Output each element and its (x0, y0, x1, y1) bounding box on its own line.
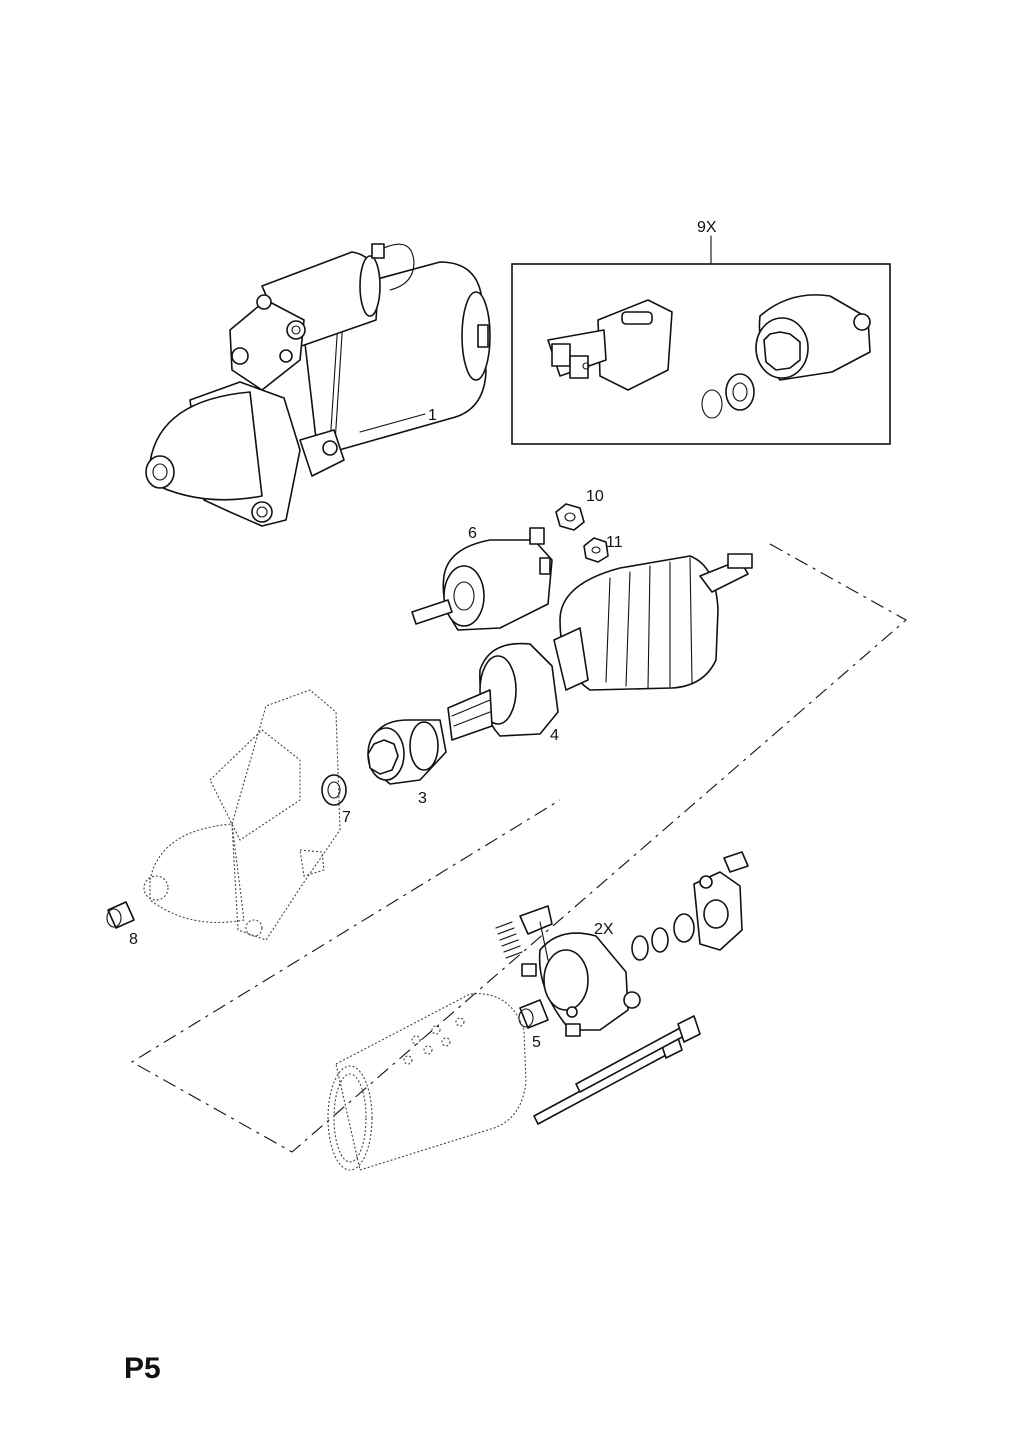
callout-10: 10 (586, 488, 604, 505)
starter-motor-assembly (145, 243, 491, 527)
part-7-seal-ring (321, 774, 347, 806)
callout-9x: 9X (697, 219, 717, 236)
washers-and-end-cap (631, 851, 749, 961)
part-3-pinion-drive (367, 719, 447, 785)
repair-kit-box (511, 235, 891, 445)
callout-8: 8 (129, 931, 138, 948)
ghost-starter-outline (143, 689, 341, 941)
callout-5: 5 (532, 1034, 541, 1051)
armature (553, 553, 753, 691)
exploded-group-frame (130, 543, 907, 1153)
callout-6: 6 (468, 525, 477, 542)
callout-3: 3 (418, 790, 427, 807)
page-code: P5 (124, 1352, 161, 1385)
through-bolts (533, 1015, 701, 1125)
part-6-solenoid (411, 527, 553, 631)
part-10-nut (555, 503, 585, 531)
callout-2x: 2X (594, 921, 614, 938)
yoke-housing (327, 993, 527, 1171)
callout-1: 1 (428, 407, 437, 424)
part-11-nut (583, 537, 609, 563)
part-5-bush (518, 999, 549, 1029)
callout-11: 11 (606, 534, 623, 551)
callout-7: 7 (342, 809, 351, 826)
part-4-drive-bracket (447, 642, 559, 741)
part-2x-brush-holder (495, 905, 641, 1037)
part-8-bush (106, 901, 135, 929)
callout-4: 4 (550, 727, 559, 744)
